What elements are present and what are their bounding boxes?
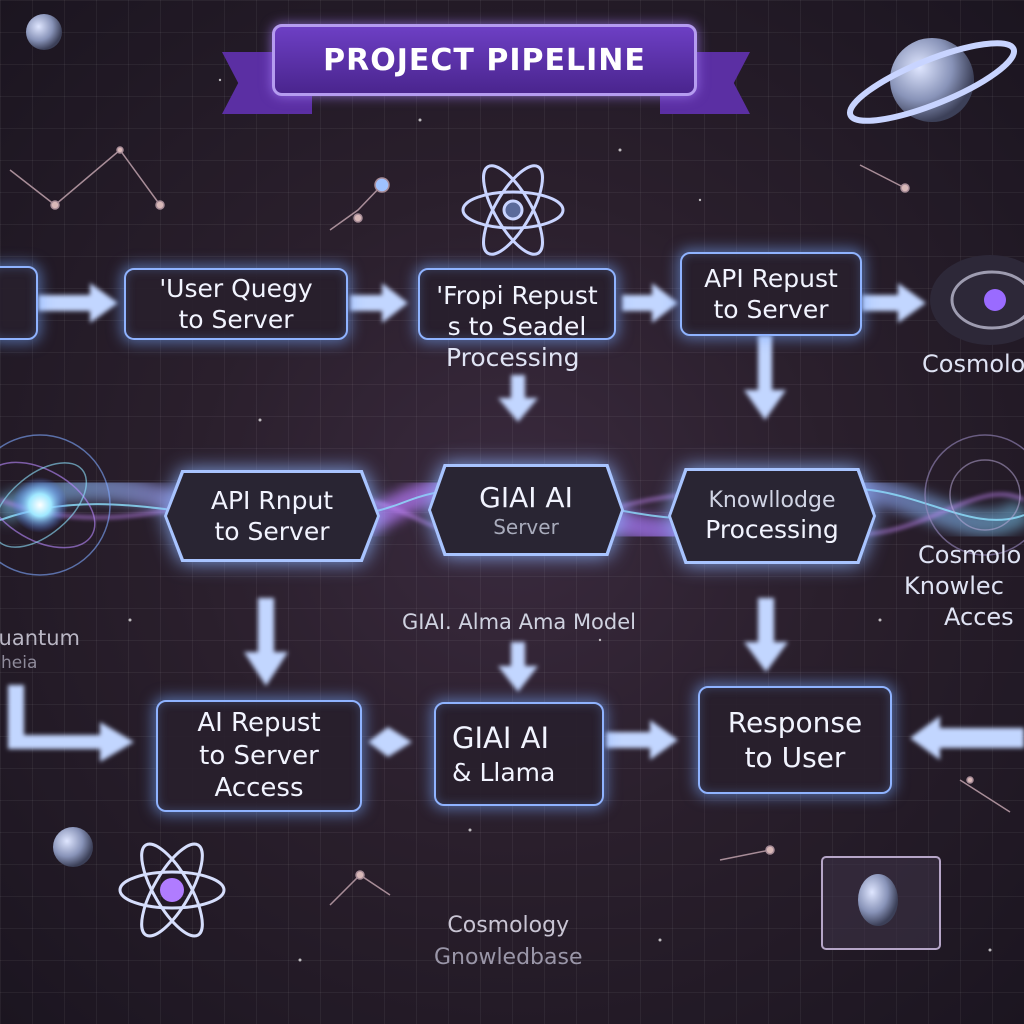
cosmology-knowledge-line-3: Acces bbox=[944, 603, 1014, 632]
arrow-down-2 bbox=[744, 335, 786, 420]
api-request-line-2: to Server bbox=[713, 295, 829, 324]
arrow-right-1 bbox=[38, 283, 118, 323]
start-box bbox=[0, 266, 38, 340]
response-line-2: to User bbox=[744, 741, 846, 774]
arrow-down-5 bbox=[744, 598, 788, 672]
galaxy-swirl-icon bbox=[924, 434, 1024, 556]
cosmology-knowledge-line-1: Cosmolo bbox=[918, 541, 1022, 569]
flow-arrows bbox=[8, 283, 1024, 762]
giai-server-node: GIAI AI Server bbox=[428, 464, 624, 556]
knowledgebase-line-1: Cosmology bbox=[447, 913, 570, 938]
galaxy-icon bbox=[930, 255, 1024, 345]
ai-request-box: AI Repust to Server Access bbox=[156, 700, 362, 812]
ai-request-line-1: AI Repust bbox=[197, 708, 321, 739]
star-field bbox=[128, 78, 992, 962]
api-request-line-1: API Repust bbox=[704, 263, 838, 293]
giai-llama-box: GIAI AI & Llama bbox=[434, 702, 604, 806]
knowledge-processing-node: Knowllodge Processing bbox=[668, 468, 876, 564]
giai-server-line-2: Server bbox=[493, 515, 559, 539]
quantum-swirl-icon bbox=[0, 434, 111, 576]
arrow-right-5 bbox=[606, 720, 678, 760]
arrow-diamond bbox=[368, 727, 412, 757]
ai-request-line-3: Access bbox=[214, 773, 304, 804]
api-input-line-2: to Server bbox=[214, 517, 330, 546]
arrow-bend-right bbox=[8, 685, 134, 762]
processing-label: Processing bbox=[446, 343, 580, 372]
cosmology-knowledge-label: Cosmolo Knowlec Acces bbox=[904, 540, 1022, 634]
frontend-request-box: 'Fropi Repust s to Seadel bbox=[418, 268, 616, 342]
model-label: GIAI. Alma Ama Model bbox=[402, 610, 636, 634]
arrow-right-3 bbox=[622, 283, 678, 323]
giai-llama-line-1: GIAI AI bbox=[452, 721, 550, 756]
response-box: Response to User bbox=[698, 686, 892, 794]
constellation-decoration bbox=[9, 146, 1011, 906]
crystal-card-icon bbox=[821, 856, 941, 950]
planet-icon bbox=[26, 14, 62, 50]
arrow-left-1 bbox=[910, 716, 1024, 760]
arrow-down-3 bbox=[244, 598, 288, 686]
cosmology-knowledge-line-2: Knowlec bbox=[904, 572, 1004, 601]
cosmology-label-top: Cosmolo bbox=[922, 350, 1024, 378]
frontend-request-line-2: s to Seadel bbox=[447, 312, 587, 342]
arrow-right-2 bbox=[350, 283, 408, 323]
api-request-box: API Repust to Server bbox=[680, 252, 862, 336]
giai-llama-line-2: & Llama bbox=[452, 757, 556, 787]
knowledgebase-label: Cosmology Gnowledbase bbox=[434, 910, 583, 974]
response-line-1: Response bbox=[727, 706, 863, 739]
arrow-down-1 bbox=[498, 375, 538, 422]
user-query-box: 'User Quegy to Server bbox=[124, 268, 348, 340]
atom-icon bbox=[461, 164, 565, 256]
frontend-request-line-1: 'Fropi Repust bbox=[436, 281, 598, 310]
page-title: PROJECT PIPELINE bbox=[272, 24, 697, 96]
user-query-line-1: 'User Quegy bbox=[159, 273, 313, 303]
quantum-label-line-2: Iheia bbox=[0, 653, 38, 674]
knowledgebase-line-2: Gnowledbase bbox=[434, 944, 583, 970]
arrow-down-4 bbox=[498, 642, 538, 692]
giai-server-line-1: GIAI AI bbox=[479, 481, 573, 514]
ai-request-line-2: to Server bbox=[199, 740, 319, 771]
knowledge-line-1: Knowllodge bbox=[708, 487, 836, 513]
quantum-label-line-1: Quantum bbox=[0, 626, 81, 650]
arrow-right-4 bbox=[862, 283, 926, 323]
api-input-node: API Rnput to Server bbox=[164, 470, 380, 562]
user-query-line-2: to Server bbox=[178, 305, 294, 334]
ringed-planet-icon bbox=[846, 38, 1018, 124]
knowledge-line-2: Processing bbox=[705, 515, 839, 545]
api-input-line-1: API Rnput bbox=[210, 485, 334, 515]
atom-glow-icon bbox=[118, 842, 226, 938]
moon-icon bbox=[53, 827, 93, 867]
title-banner: PROJECT PIPELINE bbox=[222, 18, 750, 114]
quantum-label: Quantum Iheia bbox=[0, 625, 80, 674]
